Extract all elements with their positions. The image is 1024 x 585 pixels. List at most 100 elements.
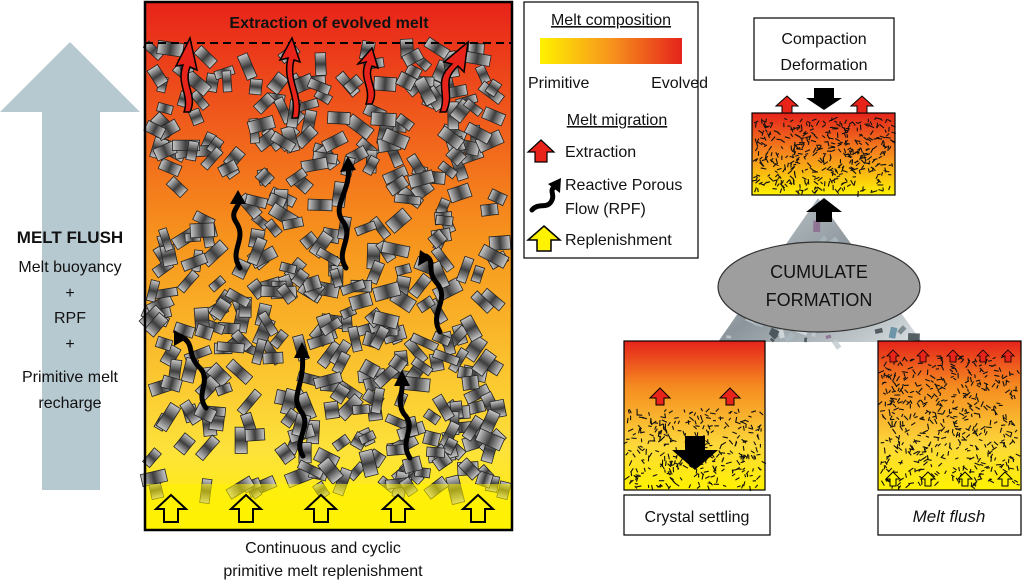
- crystal-mark: [898, 435, 901, 441]
- crystal: [274, 442, 296, 465]
- crystal-mark: [979, 367, 985, 373]
- crystal-mark: [743, 481, 746, 487]
- crystal-mark: [967, 402, 973, 407]
- crystal-mark: [704, 475, 710, 479]
- crystal-mark: [927, 423, 930, 430]
- crystal-mark: [754, 187, 757, 193]
- caption-line-1: Continuous and cyclic: [245, 540, 401, 557]
- crystal-mark: [667, 453, 670, 460]
- crystal: [171, 139, 201, 151]
- crystal-mark: [927, 364, 932, 367]
- crystal-mark: [909, 358, 915, 362]
- crystal-mark: [1002, 459, 1006, 462]
- crystal-mark: [984, 443, 987, 448]
- crystal-mark: [813, 180, 819, 185]
- crystal: [246, 236, 268, 267]
- crystal-mark: [893, 372, 897, 377]
- crystal-mark: [1007, 465, 1010, 471]
- crystal-mark: [987, 450, 991, 455]
- crystal-mark: [813, 176, 820, 181]
- crystal-mark: [905, 448, 907, 454]
- crystal-mark: [684, 432, 687, 437]
- crystal-mark: [748, 415, 752, 418]
- crystal-mark: [781, 180, 784, 184]
- crystal-mark: [880, 409, 885, 412]
- crystal-mark: [720, 464, 725, 467]
- mosaic-tile: [768, 330, 779, 340]
- crystal-mark: [809, 128, 815, 131]
- crystal-mark: [776, 183, 780, 187]
- crystal: [157, 157, 183, 178]
- crystal: [214, 382, 233, 397]
- crystal: [185, 140, 200, 162]
- crystal-mark: [883, 465, 886, 470]
- crystal-mark: [728, 410, 733, 414]
- crystal-mark: [909, 399, 913, 405]
- melt-flush-title: MELT FLUSH: [17, 228, 123, 247]
- crystal-mark: [750, 450, 755, 454]
- crystal-mark: [897, 362, 900, 366]
- crystal-mark: [868, 169, 874, 173]
- crystal-mark: [807, 179, 810, 185]
- crystal-mark: [826, 168, 833, 172]
- crystal-mark: [853, 180, 856, 186]
- crystal-mark: [846, 184, 851, 187]
- crystal-mark: [978, 438, 983, 442]
- crystal-mark: [1002, 381, 1005, 387]
- crystal-mark: [669, 460, 673, 466]
- crystal-mark: [792, 127, 797, 130]
- crystal-mark: [859, 133, 864, 137]
- crystal-mark: [795, 154, 799, 157]
- crystal-mark: [775, 158, 779, 165]
- crystal-mark: [964, 380, 970, 384]
- crystal: [401, 47, 425, 68]
- crystal-mark: [937, 429, 942, 432]
- crystal-mark: [920, 399, 924, 404]
- crystal-mark: [700, 420, 704, 425]
- crystal-mark: [962, 465, 965, 471]
- crystal-mark: [987, 478, 992, 482]
- crystal-mark: [951, 428, 954, 434]
- crystal-mark: [970, 413, 973, 418]
- crystal-mark: [884, 460, 888, 465]
- crystal-mark: [914, 382, 918, 387]
- crystal: [437, 125, 465, 151]
- crystal-mark: [719, 444, 722, 450]
- crystal-mark: [755, 158, 759, 162]
- crystal: [348, 291, 374, 312]
- crystal-mark: [834, 188, 840, 194]
- crystal-mark: [661, 419, 668, 423]
- crystal-mark: [821, 123, 827, 128]
- crystal: [180, 252, 209, 272]
- crystal-mark: [842, 169, 848, 173]
- crystal-mark: [806, 120, 811, 124]
- crystal-mark: [647, 440, 650, 445]
- crystal-mark: [777, 173, 782, 179]
- crystal-mark: [807, 141, 810, 145]
- crystal: [266, 71, 290, 96]
- crystal-mark: [768, 176, 773, 181]
- crystal: [236, 388, 262, 417]
- crystal-mark: [965, 428, 970, 431]
- crystal-mark: [679, 462, 683, 466]
- crystal-mark: [973, 483, 977, 487]
- crystal-mark: [940, 376, 944, 382]
- crystal-mark: [790, 166, 796, 171]
- crystal-mark: [632, 432, 637, 436]
- crystal-mark: [896, 376, 900, 382]
- crystal-mark: [834, 120, 838, 123]
- crystal-mark: [756, 453, 761, 456]
- crystal-mark: [650, 419, 653, 426]
- crystal-mark: [854, 139, 859, 145]
- crystal-mark: [967, 388, 969, 392]
- crystal-mark: [1011, 439, 1016, 444]
- crystal-mark: [899, 387, 903, 393]
- crystal-mark: [854, 160, 859, 164]
- crystal-mark: [871, 190, 878, 193]
- crystal-mark: [803, 154, 807, 158]
- crystal-mark: [950, 474, 955, 478]
- crystal: [358, 448, 379, 478]
- crystal-mark: [714, 465, 717, 472]
- crystal-mark: [745, 470, 750, 475]
- crystal-mark: [843, 133, 847, 138]
